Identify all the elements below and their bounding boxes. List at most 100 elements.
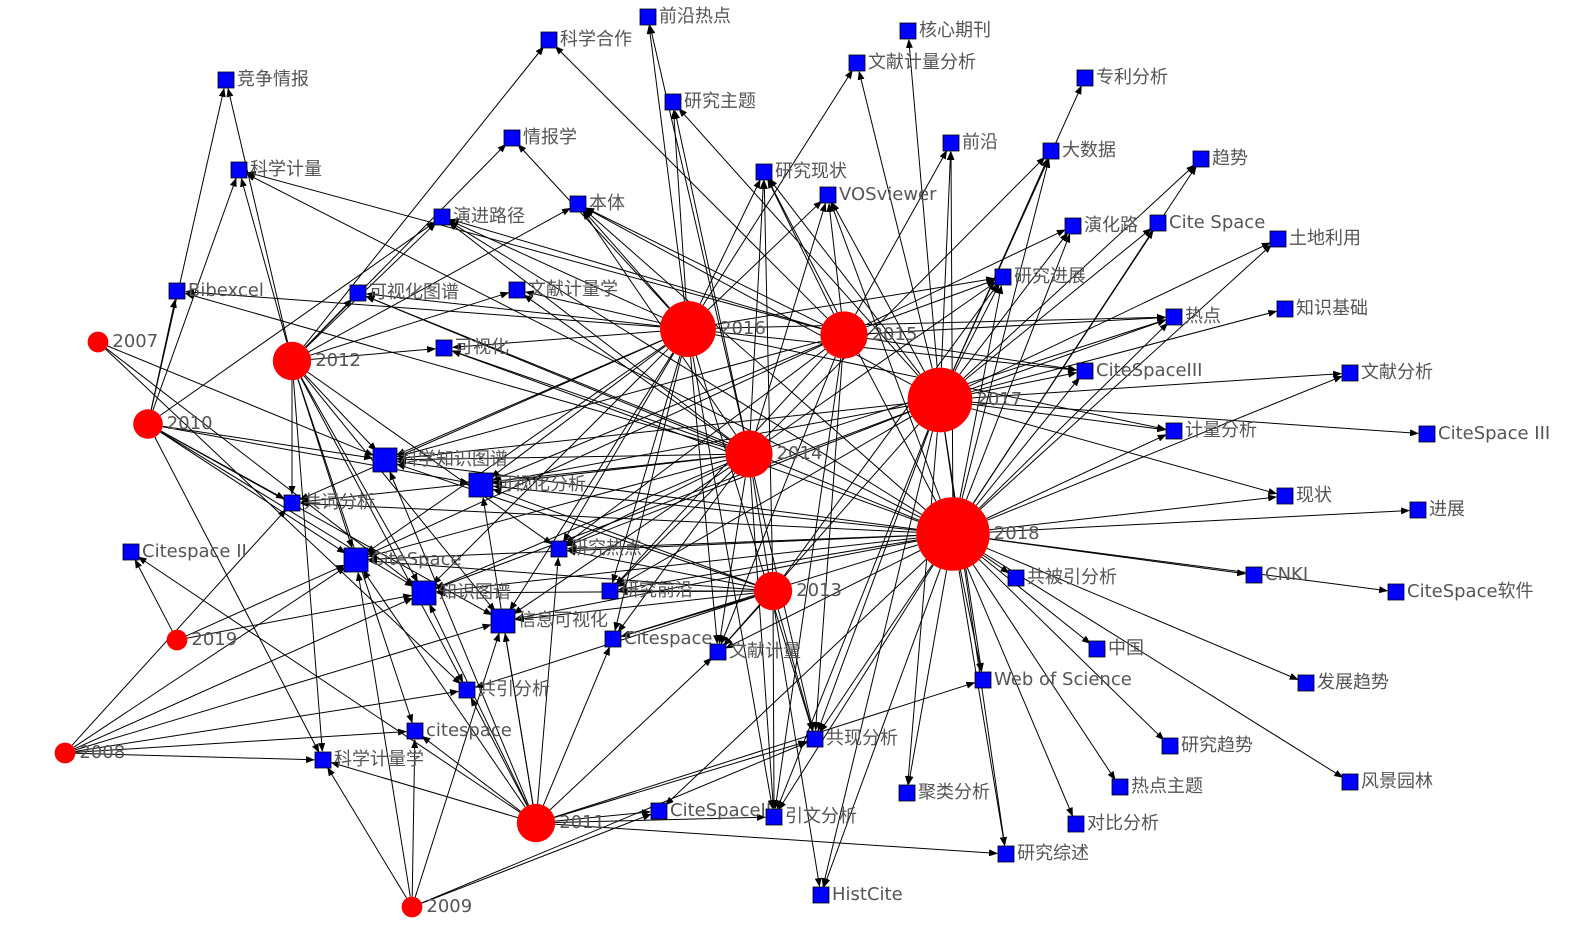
node-k20[interactable]: 研究进展 — [994, 266, 1086, 287]
node-y2018[interactable]: 2018 — [916, 497, 1040, 571]
node-y2010[interactable]: 2010 — [133, 409, 213, 439]
keyword-node-marker[interactable] — [1165, 308, 1183, 326]
node-k62[interactable]: HistCite — [812, 884, 903, 905]
year-node-marker[interactable] — [516, 803, 556, 843]
node-k33[interactable]: 现状 — [1276, 485, 1332, 506]
keyword-node-marker[interactable] — [503, 129, 521, 147]
node-k22[interactable]: 可视化图谱 — [349, 282, 459, 303]
year-node-marker[interactable] — [820, 311, 868, 359]
node-k15[interactable]: 本体 — [569, 193, 625, 214]
node-k24[interactable]: 知识基础 — [1276, 298, 1368, 319]
keyword-node-marker[interactable] — [343, 547, 369, 573]
keyword-node-marker[interactable] — [411, 580, 437, 606]
node-k21[interactable]: Bibexcel — [168, 280, 264, 301]
keyword-node-marker[interactable] — [372, 447, 398, 473]
keyword-node-marker[interactable] — [1064, 217, 1082, 235]
keyword-node-marker[interactable] — [1341, 364, 1359, 382]
node-k09[interactable]: 前沿 — [942, 132, 998, 153]
node-k13[interactable]: 研究现状 — [755, 161, 847, 182]
node-k44[interactable]: 信息可视化 — [490, 608, 608, 634]
keyword-node-marker[interactable] — [898, 784, 916, 802]
keyword-node-marker[interactable] — [1067, 815, 1085, 833]
year-node-marker[interactable] — [660, 301, 716, 357]
year-node-marker[interactable] — [753, 571, 793, 611]
node-k32[interactable]: 可视化分析 — [468, 472, 586, 498]
node-k01[interactable]: 前沿热点 — [639, 6, 731, 27]
keyword-node-marker[interactable] — [709, 643, 727, 661]
keyword-node-marker[interactable] — [848, 54, 866, 72]
node-k48[interactable]: Web of Science — [974, 669, 1132, 690]
keyword-node-marker[interactable] — [1276, 487, 1294, 505]
node-k47[interactable]: 中国 — [1088, 638, 1144, 659]
keyword-node-marker[interactable] — [1076, 69, 1094, 87]
keyword-node-marker[interactable] — [994, 268, 1012, 286]
node-k45[interactable]: Citespace — [604, 628, 713, 649]
node-k51[interactable]: citespace — [406, 720, 512, 741]
keyword-node-marker[interactable] — [349, 284, 367, 302]
node-k10[interactable]: 大数据 — [1042, 140, 1116, 161]
node-k52[interactable]: 科学计量学 — [314, 749, 424, 770]
keyword-node-marker[interactable] — [664, 93, 682, 111]
node-k60[interactable]: 对比分析 — [1067, 813, 1159, 834]
node-k53[interactable]: 共现分析 — [806, 728, 898, 749]
node-k41[interactable]: CiteSpace软件 — [1387, 581, 1534, 602]
year-node-marker[interactable] — [401, 896, 423, 918]
keyword-node-marker[interactable] — [1088, 640, 1106, 658]
keyword-node-marker[interactable] — [458, 681, 476, 699]
keyword-node-marker[interactable] — [601, 582, 619, 600]
year-node-marker[interactable] — [272, 341, 312, 381]
keyword-node-marker[interactable] — [122, 543, 140, 561]
keyword-node-marker[interactable] — [819, 186, 837, 204]
node-k04[interactable]: 文献计量分析 — [848, 52, 976, 73]
keyword-node-marker[interactable] — [942, 134, 960, 152]
node-k19[interactable]: 土地利用 — [1269, 228, 1361, 249]
keyword-node-marker[interactable] — [569, 195, 587, 213]
keyword-node-marker[interactable] — [1276, 300, 1294, 318]
keyword-node-marker[interactable] — [1161, 737, 1179, 755]
node-k58[interactable]: CiteSpaceII — [650, 800, 771, 821]
keyword-node-marker[interactable] — [1111, 778, 1129, 796]
node-y2008[interactable]: 2008 — [54, 742, 126, 764]
keyword-node-marker[interactable] — [1387, 583, 1405, 601]
keyword-node-marker[interactable] — [1007, 569, 1025, 587]
node-y2017[interactable]: 2017 — [907, 367, 1023, 433]
keyword-node-marker[interactable] — [1269, 230, 1287, 248]
node-k17[interactable]: 演化路 — [1064, 215, 1138, 236]
node-k61[interactable]: 研究综述 — [997, 843, 1089, 864]
keyword-node-marker[interactable] — [540, 31, 558, 49]
keyword-node-marker[interactable] — [604, 630, 622, 648]
keyword-node-marker[interactable] — [1245, 566, 1263, 584]
keyword-node-marker[interactable] — [283, 494, 301, 512]
node-k56[interactable]: 聚类分析 — [898, 782, 990, 803]
keyword-node-marker[interactable] — [1409, 501, 1427, 519]
year-node-marker[interactable] — [916, 497, 990, 571]
keyword-node-marker[interactable] — [490, 608, 516, 634]
node-k54[interactable]: 研究趋势 — [1161, 735, 1253, 756]
node-y2011[interactable]: 2011 — [516, 803, 605, 843]
node-k49[interactable]: 发展趋势 — [1297, 672, 1389, 693]
year-node-marker[interactable] — [87, 331, 109, 353]
keyword-node-marker[interactable] — [812, 886, 830, 904]
node-k03[interactable]: 核心期刊 — [899, 20, 991, 41]
node-k30[interactable]: CiteSpace III — [1418, 423, 1550, 444]
node-k25[interactable]: 热点 — [1165, 306, 1221, 327]
keyword-node-marker[interactable] — [765, 808, 783, 826]
keyword-node-marker[interactable] — [650, 802, 668, 820]
node-y2015[interactable]: 2015 — [820, 311, 917, 359]
keyword-node-marker[interactable] — [974, 671, 992, 689]
node-k11[interactable]: 趋势 — [1192, 148, 1248, 169]
keyword-node-marker[interactable] — [468, 472, 494, 498]
node-k40[interactable]: CNKI — [1245, 564, 1308, 585]
keyword-node-marker[interactable] — [1192, 150, 1210, 168]
node-y2014[interactable]: 2014 — [725, 430, 822, 478]
node-k34[interactable]: 进展 — [1409, 499, 1465, 520]
node-k35[interactable]: 共词分析 — [283, 492, 375, 513]
node-k27[interactable]: CiteSpaceIII — [1076, 360, 1202, 381]
keyword-node-marker[interactable] — [406, 722, 424, 740]
node-k28[interactable]: 文献分析 — [1341, 362, 1433, 383]
node-k37[interactable]: CiteSpace — [343, 547, 462, 573]
node-k08[interactable]: 情报学 — [503, 127, 577, 148]
node-k31[interactable]: 科学知识图谱 — [372, 447, 508, 473]
node-k23[interactable]: 文献计量学 — [508, 279, 618, 300]
node-y2012[interactable]: 2012 — [272, 341, 361, 381]
